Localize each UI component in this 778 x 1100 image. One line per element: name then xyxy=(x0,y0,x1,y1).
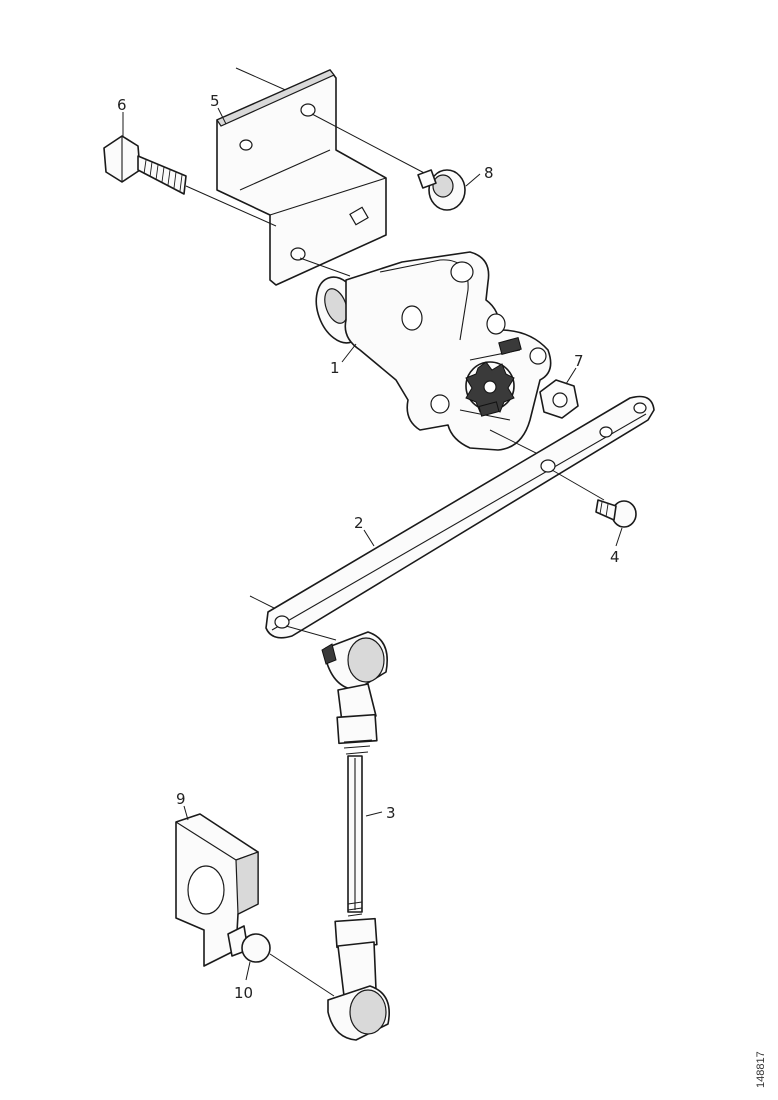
mounting-bracket xyxy=(216,67,387,286)
bracket-top-edge xyxy=(216,69,335,127)
bolt-threads xyxy=(143,159,183,192)
leader-10 xyxy=(245,961,251,981)
sensor-axis-leader xyxy=(299,257,351,277)
nut-bore xyxy=(552,392,568,408)
bracket-bend-line xyxy=(216,189,271,216)
screw xyxy=(311,113,466,211)
lower-joint-cap xyxy=(349,989,387,1035)
small-screw-shank xyxy=(595,499,617,521)
connecting-rod xyxy=(285,625,390,1041)
leader-9 xyxy=(183,805,189,821)
lever-hole-mid xyxy=(540,459,556,473)
bracket-hole-upper-right xyxy=(300,103,316,117)
leader-4 xyxy=(615,527,623,547)
leader-2 xyxy=(363,529,375,547)
leader-1 xyxy=(341,343,357,363)
upper-rod-threads xyxy=(343,739,373,755)
sensor-clip-lower xyxy=(478,401,500,417)
screw-shank xyxy=(417,169,437,189)
callout-6: 6 xyxy=(117,96,127,114)
bracket-slot xyxy=(349,206,369,226)
bracket-center-line xyxy=(239,149,331,191)
callout-5: 5 xyxy=(210,92,220,110)
upper-rod-nut xyxy=(336,713,378,745)
screw-axis-leader xyxy=(311,113,431,177)
lever-hole-end xyxy=(274,615,290,629)
callout-8: 8 xyxy=(484,164,494,182)
lower-bracket-top-edge xyxy=(175,821,237,861)
small-screw xyxy=(551,469,637,528)
nut xyxy=(539,379,579,419)
small-screw-leader xyxy=(551,469,605,501)
leader-3 xyxy=(365,811,383,817)
leader-5 xyxy=(217,107,227,125)
long-bolt xyxy=(103,135,277,227)
sensor-body xyxy=(299,251,552,461)
lower-bracket-bore xyxy=(187,865,225,915)
lever-lower-edge xyxy=(271,413,647,631)
bracket-hole-lower xyxy=(290,247,306,261)
sensor-housing xyxy=(344,251,552,451)
rod-upper-ball-joint xyxy=(321,631,388,691)
sensor-gear xyxy=(465,361,515,413)
upper-joint-stud xyxy=(321,643,337,665)
bracket-edge-leader xyxy=(235,67,291,93)
ball-stud-leader xyxy=(269,953,335,997)
sensor-clip xyxy=(498,337,522,355)
sensor-pivot-lower xyxy=(430,394,450,414)
lever-hole-inner xyxy=(599,426,613,438)
sensor-pivot-left xyxy=(401,305,423,331)
upper-rod-socket xyxy=(337,683,377,723)
lower-bracket-side xyxy=(235,851,259,915)
screw-head-top xyxy=(432,174,454,198)
small-screw-threads xyxy=(599,501,609,518)
sensor-pivot-far xyxy=(529,347,547,365)
ball-stud-ball xyxy=(241,933,271,963)
lever-arm xyxy=(249,395,655,639)
lower-rod-threads xyxy=(347,901,363,917)
lever-hole-tip xyxy=(633,402,647,414)
rod-lower-ball-joint xyxy=(327,985,390,1041)
sensor-pivot-top xyxy=(450,261,474,283)
lever-end-leader xyxy=(249,595,279,611)
callout-leaders xyxy=(122,107,623,981)
leader-8 xyxy=(465,173,481,187)
callout-labels: 6 5 8 1 7 2 4 3 9 10 xyxy=(117,92,620,1002)
callout-4: 4 xyxy=(610,548,620,566)
ball-stud xyxy=(227,925,335,997)
callout-3: 3 xyxy=(386,804,396,822)
figure-reference-code: 148817 xyxy=(755,1051,767,1088)
callout-2: 2 xyxy=(354,514,364,532)
callout-9: 9 xyxy=(176,790,186,808)
rod-top-leader xyxy=(285,625,337,641)
bracket-hole-upper-left xyxy=(239,139,253,151)
bolt-shank xyxy=(137,155,187,195)
upper-joint-cap xyxy=(347,637,385,683)
gear-center xyxy=(483,380,497,394)
sensor-pivot-right xyxy=(486,313,506,335)
callout-10: 10 xyxy=(234,984,253,1002)
bracket-fold-line xyxy=(269,177,387,216)
leader-7 xyxy=(565,367,577,385)
callout-7: 7 xyxy=(574,352,584,370)
callout-1: 1 xyxy=(330,359,340,377)
bolt-axis-leader xyxy=(185,185,277,227)
